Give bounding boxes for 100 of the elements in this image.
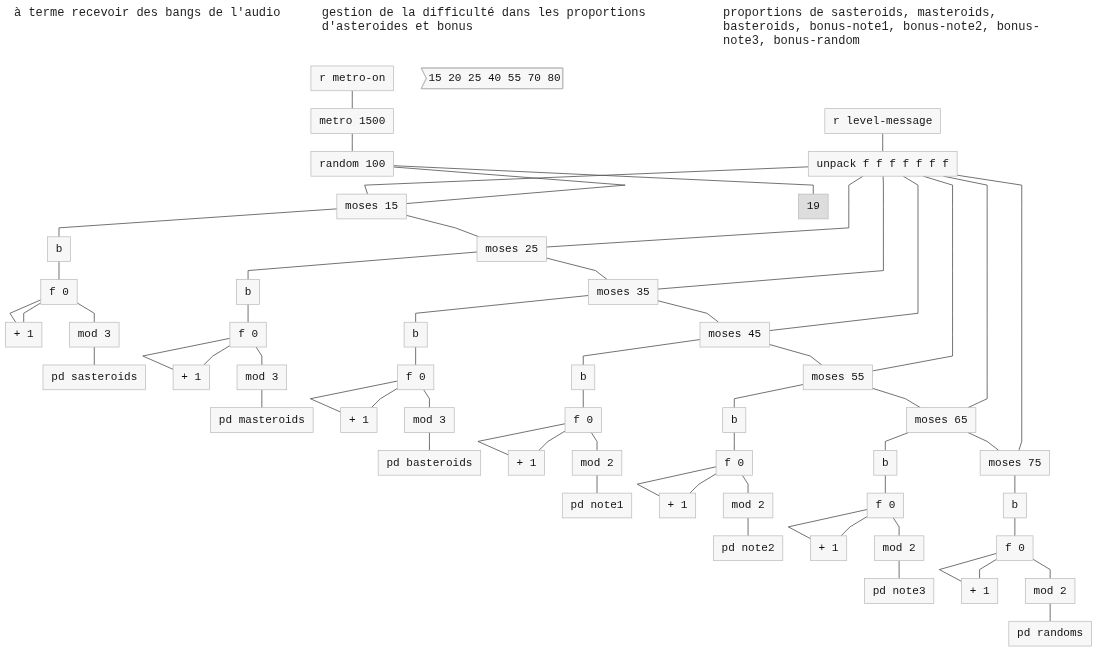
- connector: [351, 133, 353, 152]
- connector: [309, 380, 398, 413]
- connector: [689, 473, 717, 494]
- connector: [538, 430, 566, 451]
- comment-text: à terme recevoir des bangs de l'audio: [14, 6, 281, 20]
- connector: [872, 387, 921, 409]
- node-box: b: [1002, 492, 1027, 519]
- connector: [787, 509, 868, 539]
- connector: [882, 133, 884, 152]
- node-box: + 1: [5, 321, 43, 348]
- connector: [872, 175, 953, 372]
- node-box: b: [47, 236, 71, 262]
- connector: [884, 432, 910, 451]
- connector: [733, 432, 735, 451]
- connector: [546, 175, 864, 248]
- connector: [261, 389, 263, 409]
- node-box: + 1: [340, 407, 378, 433]
- node-box: b: [236, 279, 260, 305]
- node-box: moses 45: [699, 321, 770, 348]
- node-box: f 0: [715, 450, 753, 476]
- node-box: f 0: [866, 492, 904, 519]
- connector: [967, 432, 1000, 451]
- node-box: mod 2: [1025, 578, 1076, 604]
- connector: [429, 432, 430, 451]
- node-box: r metro-on: [310, 65, 394, 92]
- connector: [423, 389, 430, 409]
- node-box: + 1: [172, 364, 210, 391]
- node-box: mod 3: [404, 407, 455, 433]
- node-box: + 1: [507, 450, 545, 476]
- node-box: moses 75: [979, 450, 1050, 476]
- connector: [1014, 474, 1016, 494]
- connector: [393, 166, 626, 204]
- connector: [370, 387, 398, 409]
- node-box: pd note1: [561, 492, 633, 519]
- connector: [769, 344, 823, 366]
- node-box: + 1: [961, 578, 999, 604]
- node-box: mod 2: [873, 535, 925, 561]
- connector: [657, 300, 720, 323]
- node-box: pd note3: [864, 578, 935, 604]
- connector: [247, 251, 478, 280]
- node-box: moses 65: [906, 407, 977, 433]
- connector: [884, 474, 886, 494]
- connector: [477, 423, 566, 456]
- connector: [23, 302, 42, 323]
- connector: [351, 90, 353, 110]
- connector: [892, 517, 900, 537]
- node-box: pd basteroids: [377, 450, 482, 476]
- node-box: moses 55: [802, 364, 873, 391]
- node-box: random 100: [310, 151, 394, 177]
- connector: [582, 339, 701, 366]
- node-box: b: [403, 321, 428, 348]
- node-box: mod 3: [69, 321, 120, 348]
- comment-text: proportions de sasteroids, masteroids, basteroids, bonus-note1, bonus-note2, bonus-note3, bonus-random: [723, 6, 1041, 48]
- connector: [1049, 602, 1051, 622]
- node-box: 19: [798, 193, 829, 220]
- node-box: f 0: [229, 321, 267, 348]
- connector: [956, 174, 1023, 451]
- node-box: f 0: [40, 279, 78, 305]
- node-box: b: [571, 364, 596, 391]
- connector: [415, 295, 589, 323]
- comment-text: gestion de la difficulté dans les proportions d'asteroides et bonus: [321, 6, 647, 34]
- connector: [415, 346, 417, 366]
- connector: [255, 346, 263, 366]
- node-box: f 0: [564, 407, 602, 433]
- connector: [76, 302, 95, 323]
- node-box: + 1: [810, 535, 848, 561]
- node-box: mod 3: [236, 364, 287, 391]
- connector: [9, 299, 42, 323]
- connector: [636, 466, 717, 497]
- node-box: pd sasteroids: [42, 364, 146, 391]
- node-box: unpack f f f f f f f: [807, 151, 958, 177]
- connector: [741, 474, 749, 494]
- node-box: moses 15: [336, 193, 407, 220]
- node-box: f 0: [996, 535, 1034, 561]
- connector: [1032, 558, 1051, 579]
- connector: [733, 384, 804, 409]
- node-box: + 1: [658, 492, 697, 519]
- connector: [93, 346, 95, 366]
- connector: [58, 208, 338, 238]
- node-box: mod 2: [722, 492, 774, 519]
- connector: [546, 257, 608, 280]
- node-box: pd note2: [713, 535, 784, 561]
- node-box: b: [722, 407, 747, 433]
- connector: [590, 432, 598, 451]
- node-box: metro 1500: [310, 108, 394, 134]
- connector: [840, 516, 868, 537]
- node-box: f 0: [397, 364, 435, 391]
- node-box: pd randoms: [1008, 620, 1092, 647]
- node-box: b: [873, 450, 898, 476]
- connector: [898, 560, 900, 579]
- connector: [938, 552, 998, 582]
- connector: [203, 345, 231, 366]
- connector: [142, 337, 231, 370]
- node-box: mod 2: [571, 450, 623, 476]
- connector: [1014, 517, 1016, 537]
- node-box: r level-message: [824, 108, 941, 134]
- node-box: moses 25: [476, 236, 547, 262]
- connector: [979, 558, 998, 579]
- connector: [582, 389, 584, 409]
- connector: [769, 175, 919, 331]
